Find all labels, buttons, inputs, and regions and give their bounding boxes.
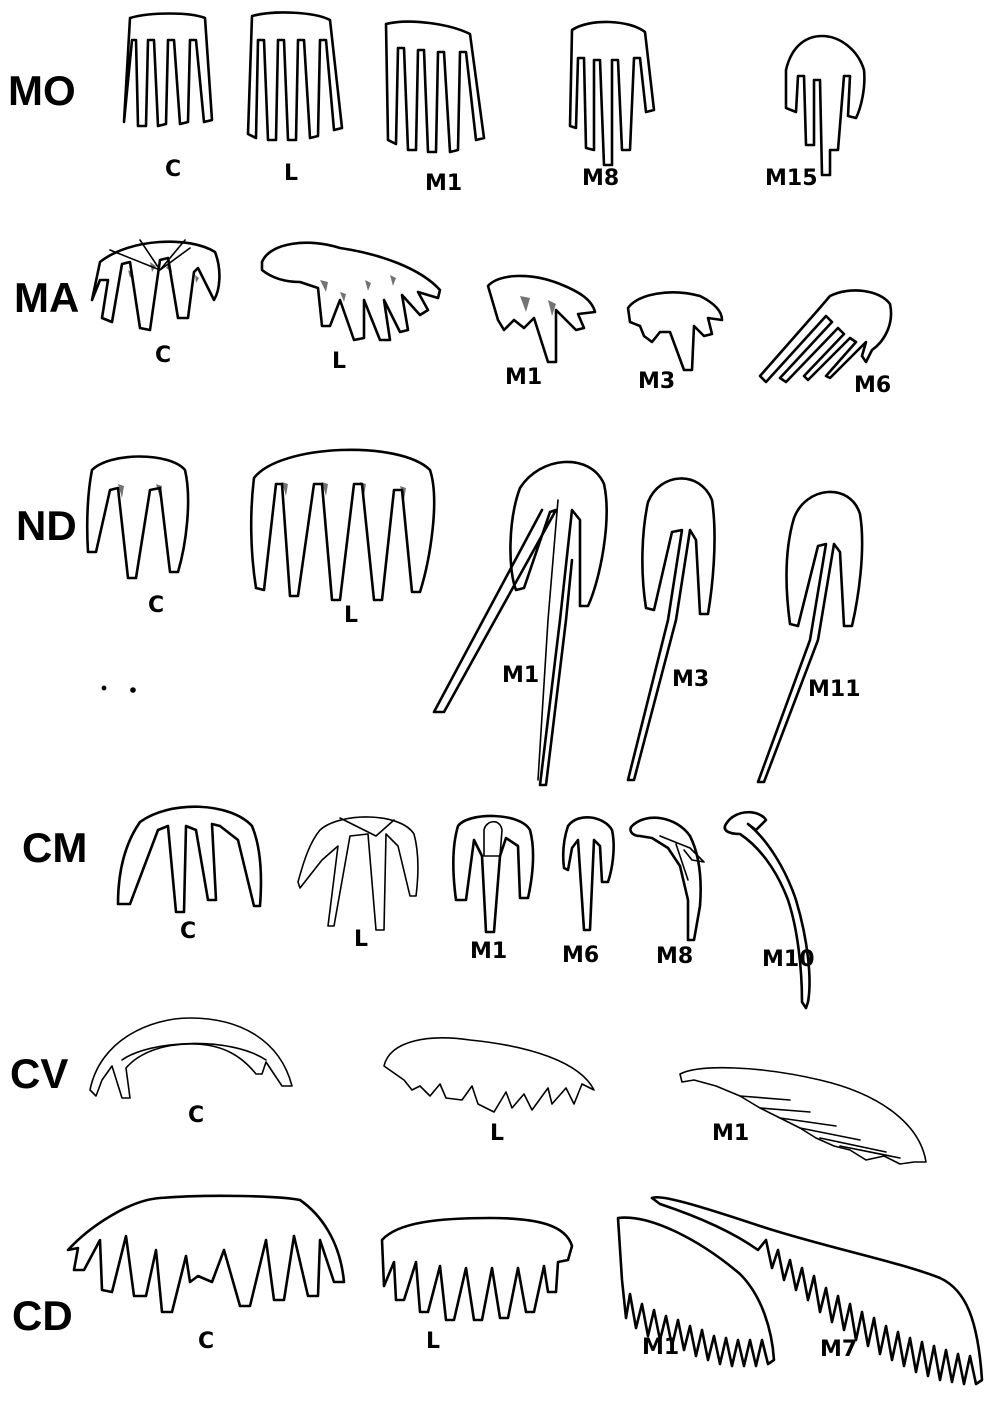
tooth-label-ma-m1: M1 [505,365,542,390]
row-cd: CD C L M1 M7 [12,1196,982,1384]
tooth-nd-m11 [758,492,862,782]
tooth-nd-m1 [434,462,607,785]
tooth-label-cm-m10: M10 [762,947,815,972]
tooth-mo-m1 [386,22,484,152]
row-label-cm: CM [22,824,87,871]
tooth-label-ma-l: L [332,349,346,374]
row-label-mo: MO [8,67,76,114]
tooth-cd-m7 [652,1197,982,1384]
tooth-nd-l [251,450,434,600]
tooth-cm-l [298,817,418,930]
tooth-label-mo-m1: M1 [425,171,462,196]
tooth-cv-c [90,1018,292,1098]
tooth-label-cd-m1: M1 [642,1335,679,1360]
tooth-label-cm-m6: M6 [562,943,599,968]
tooth-label-cd-m7: M7 [820,1337,857,1362]
tooth-ma-m6 [760,290,891,382]
tooth-label-cv-m1: M1 [712,1121,749,1146]
tooth-label-cm-c: C [180,919,196,944]
tooth-mo-c [124,14,212,127]
tooth-label-nd-c: C [148,593,164,618]
tooth-mo-m8 [570,22,654,165]
tooth-label-cm-m8: M8 [656,944,693,969]
tooth-label-nd-m11: M11 [808,677,861,702]
tooth-cm-m8 [630,818,704,940]
tooth-cm-m10 [725,812,810,1008]
tooth-mo-m15 [786,36,864,175]
tooth-label-mo-m15: M15 [765,166,818,191]
tooth-label-nd-m1: M1 [502,663,539,688]
row-label-cv: CV [10,1050,68,1097]
row-cv: CV C L M1 [10,1018,926,1164]
row-cm: CM C L M1 M6 M8 M10 [22,807,815,1008]
tooth-label-mo-c: C [165,157,181,182]
tooth-ma-c [92,240,219,330]
row-label-cd: CD [12,1292,73,1339]
tooth-label-ma-c: C [155,343,171,368]
tooth-label-cm-l: L [354,927,368,952]
tooth-label-nd-m3: M3 [672,667,709,692]
tooth-cv-m1 [680,1068,926,1164]
row-mo: MO C L M1 M8 M15 [8,13,864,196]
tooth-label-mo-m8: M8 [582,166,619,191]
row-label-ma: MA [14,274,79,321]
tooth-label-ma-m6: M6 [854,373,891,398]
row-nd: ND C L M1 M3 M11 [16,450,862,785]
row-ma: MA C L M1 M3 M6 [14,240,891,398]
tooth-cm-m1 [453,816,533,932]
specks [102,686,136,693]
tooth-label-mo-l: L [284,161,298,186]
tooth-label-cd-l: L [426,1329,440,1354]
tooth-nd-c [87,457,188,579]
tooth-nd-m3 [628,478,715,780]
tooth-label-cd-c: C [198,1329,214,1354]
tooth-ma-l [262,243,440,340]
tooth-cm-m6 [563,817,613,930]
tooth-label-cm-m1: M1 [470,939,507,964]
tooth-label-nd-l: L [344,603,358,628]
tooth-mo-l [248,13,342,140]
tooth-cd-c [68,1196,344,1312]
tooth-label-ma-m3: M3 [638,369,675,394]
tooth-cd-l [382,1218,572,1320]
row-label-nd: ND [16,502,77,549]
tooth-label-cv-c: C [188,1103,204,1128]
tooth-label-cv-l: L [490,1121,504,1146]
tooth-cm-c [118,807,261,912]
tooth-ma-m1 [488,276,595,362]
tooth-ma-m3 [628,292,722,370]
tooth-cv-l [384,1038,594,1112]
